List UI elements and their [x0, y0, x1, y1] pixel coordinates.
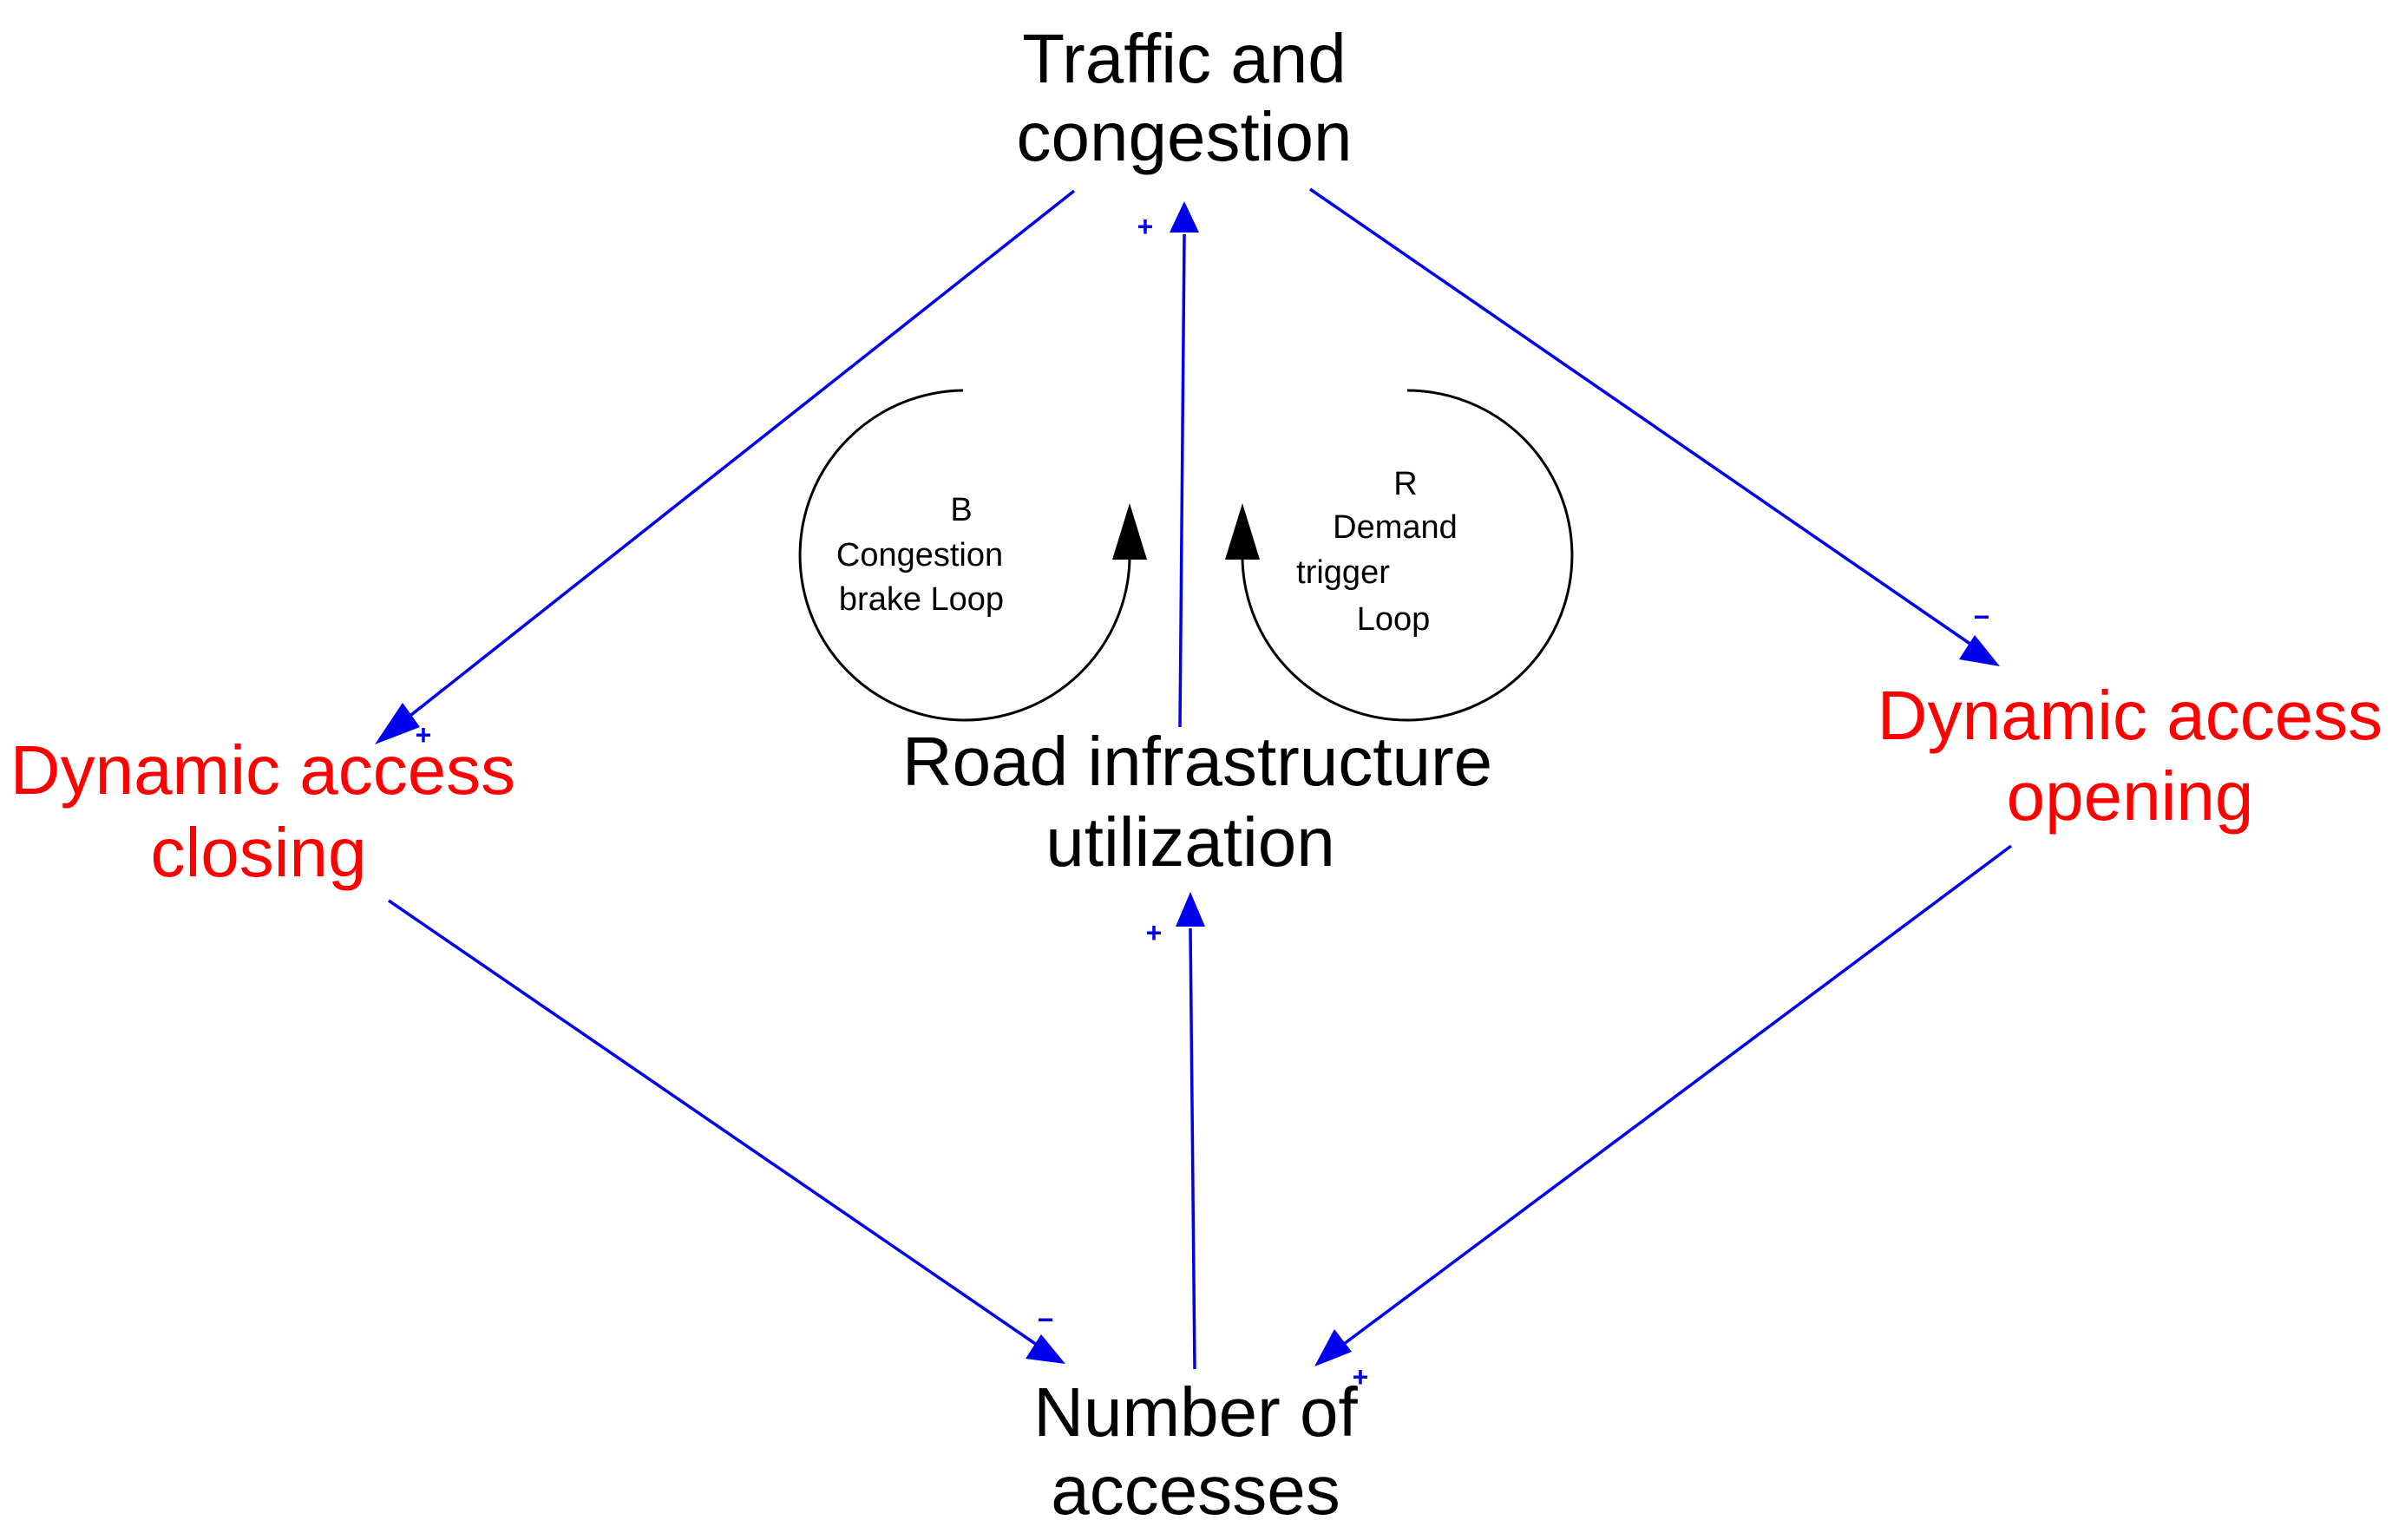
- causal-links: [375, 187, 2013, 1370]
- link-traffic-to-closing: [397, 189, 1076, 726]
- polarity-accesses-road: +: [1146, 917, 1163, 948]
- link-road-to-traffic: [1178, 233, 1186, 728]
- node-road-line1: Road infrastructure: [902, 723, 1492, 800]
- arrowhead-traffic: [1170, 201, 1199, 233]
- arrowhead-closing: [375, 703, 420, 744]
- node-traffic-and-congestion: Traffic and congestion: [1017, 20, 1353, 175]
- polarity-traffic-opening: −: [1974, 601, 1990, 632]
- polarity-closing-accesses: −: [1038, 1304, 1054, 1335]
- loop-arrowhead-balancing: [1112, 503, 1147, 560]
- node-road-infrastructure-utilization: Road infrastructure utilization: [902, 723, 1492, 881]
- arrowhead-road: [1176, 892, 1205, 927]
- node-accesses-line2: accesses: [1051, 1452, 1340, 1529]
- loop-symbol-reinforcing: R: [1393, 466, 1417, 502]
- node-closing-line2: closing: [150, 814, 366, 891]
- node-road-line2: utilization: [1045, 803, 1335, 881]
- loop-label-reinforcing-3: Loop: [1357, 601, 1431, 638]
- node-traffic-line2: congestion: [1017, 98, 1353, 175]
- loop-arc-balancing: [798, 389, 1131, 722]
- node-accesses-line1: Number of: [1033, 1373, 1358, 1451]
- node-dynamic-access-closing: Dynamic access closing: [10, 731, 515, 891]
- polarity-traffic-closing: +: [416, 719, 432, 750]
- loop-label-reinforcing-2: trigger: [1296, 554, 1390, 591]
- arrowhead-accesses-from-opening: [1314, 1329, 1352, 1366]
- node-dynamic-access-opening: Dynamic access opening: [1878, 677, 2382, 835]
- loop-balancing: B Congestion brake Loop: [798, 389, 1147, 722]
- node-opening-line1: Dynamic access: [1878, 677, 2382, 754]
- loop-label-balancing-1: Congestion: [836, 537, 1003, 573]
- node-number-of-accesses: Number of accesses: [1033, 1373, 1358, 1529]
- link-traffic-to-opening: [1309, 187, 1975, 648]
- loop-label-reinforcing-1: Demand: [1333, 509, 1458, 546]
- node-traffic-line1: Traffic and: [1022, 20, 1347, 97]
- link-opening-to-accesses: [1339, 844, 2013, 1348]
- loop-arrowhead-reinforcing: [1225, 503, 1260, 560]
- loop-reinforcing: R Demand trigger Loop: [1225, 389, 1574, 722]
- polarity-road-traffic: +: [1137, 211, 1154, 242]
- arrowhead-opening: [1959, 635, 2000, 666]
- polarity-opening-accesses: +: [1353, 1361, 1369, 1393]
- loop-symbol-balancing: B: [950, 492, 972, 528]
- loop-arc-reinforcing: [1241, 389, 1574, 722]
- node-opening-line2: opening: [2007, 757, 2254, 835]
- node-closing-line1: Dynamic access: [10, 731, 515, 809]
- link-closing-to-accesses: [388, 899, 1038, 1347]
- arrowhead-accesses-from-closing: [1026, 1334, 1065, 1364]
- link-accesses-to-road: [1189, 927, 1196, 1370]
- loop-label-balancing-2: brake Loop: [839, 581, 1004, 618]
- polarity-signs: + − + + − +: [416, 211, 1990, 1393]
